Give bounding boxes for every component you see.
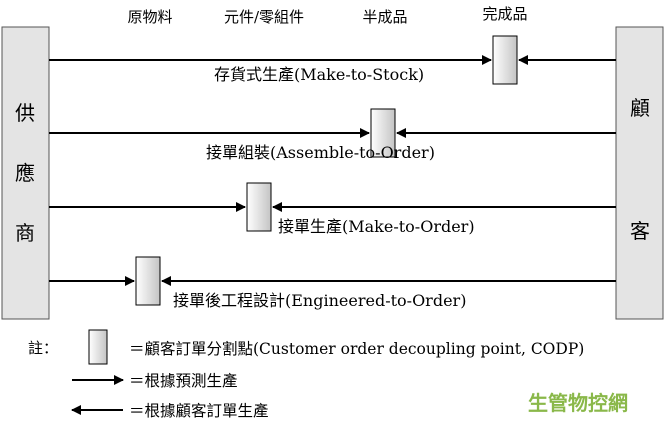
stage-header-finished-goods: 完成品 [482, 5, 527, 23]
customer-panel: 顧 客 [615, 26, 664, 320]
legend-codp-text: ＝顧客訂單分割點(Customer order decoupling point… [129, 340, 584, 358]
strategy-label: 接單生產(Make-to-Order) [278, 217, 475, 236]
legend-order-text: ＝根據顧客訂單生產 [129, 402, 269, 420]
codp-box [492, 35, 518, 85]
customer-char-1: 顧 [630, 96, 650, 120]
supplier-char-1: 供 [15, 101, 35, 125]
strategy-row-make-to-stock: 存貨式生產(Make-to-Stock) [49, 35, 616, 85]
strategy-label: 接單後工程設計(Engineered-to-Order) [173, 291, 466, 310]
strategy-label: 存貨式生產(Make-to-Stock) [214, 65, 424, 84]
stage-header-components: 元件/零組件 [224, 8, 304, 26]
customer-char-2: 客 [630, 219, 650, 243]
supplier-char-2: 應 [15, 161, 35, 185]
codp-box [370, 108, 396, 158]
stage-header-raw-materials: 原物料 [127, 8, 172, 26]
codp-box [246, 182, 272, 232]
strategy-row-make-to-order: 接單生產(Make-to-Order) [49, 182, 616, 236]
watermark: 生管物控網 [528, 391, 628, 415]
strategy-row-assemble-to-order: 接單組裝(Assemble-to-Order) [49, 108, 616, 162]
supplier-panel: 供 應 商 [1, 26, 50, 320]
legend-note-label: 註： [28, 339, 58, 357]
stage-header-semi-finished: 半成品 [362, 8, 407, 26]
codp-box [135, 256, 161, 306]
supplier-char-3: 商 [15, 221, 35, 245]
legend-codp-box [88, 329, 108, 365]
strategy-row-engineered-to-order: 接單後工程設計(Engineered-to-Order) [49, 256, 616, 310]
strategy-label: 接單組裝(Assemble-to-Order) [206, 143, 435, 162]
legend-forecast-text: ＝根據預測生產 [129, 372, 238, 390]
legend: 註： ＝顧客訂單分割點(Customer order decoupling po… [28, 329, 584, 420]
